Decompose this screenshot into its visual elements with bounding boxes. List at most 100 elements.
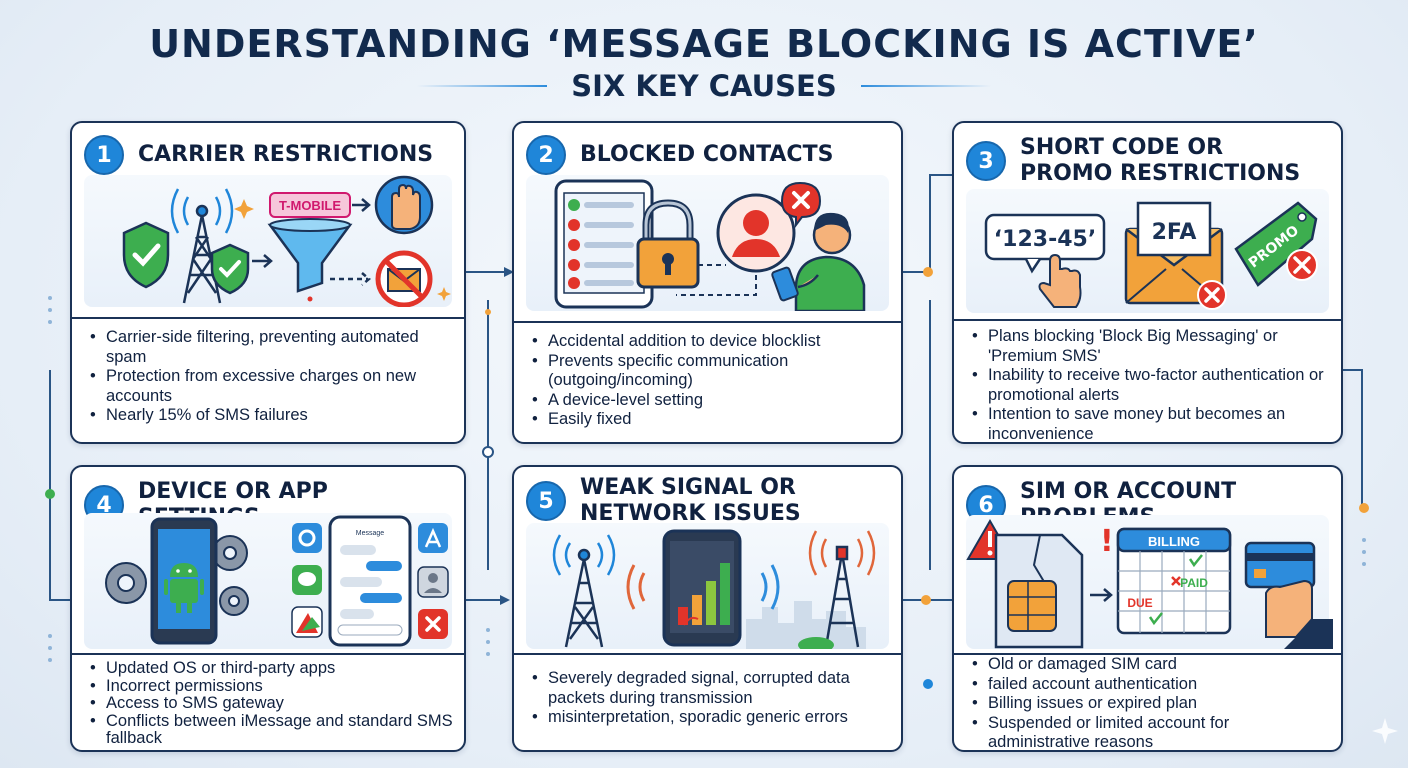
svg-text:‘123-45’: ‘123-45’ [994, 227, 1096, 252]
card-device-app-settings: 4 DEVICE OR APP SETTINGS [70, 465, 466, 752]
node-dot [923, 679, 933, 689]
phone-signal-bars-icon [662, 529, 742, 647]
shield-check-icon [210, 243, 250, 295]
bullet-item: Suspended or limited account for adminis… [970, 714, 1331, 751]
bullet-list: Severely degraded signal, corrupted data… [530, 669, 891, 728]
carrier-illustration: T-MOBILE [84, 175, 452, 307]
deco-dot [48, 308, 52, 312]
bullet-item: Updated OS or third-party apps [88, 659, 454, 678]
gear-icon [105, 535, 249, 616]
deco-dot [1362, 562, 1366, 566]
promo-illustration: ‘123-45’ 2FA PROMO [966, 189, 1329, 313]
subtitle-rule-left [417, 85, 548, 87]
deco-dot [48, 646, 52, 650]
contacts-app-icon [417, 566, 449, 598]
bullet-list: Old or damaged SIM card failed account a… [970, 655, 1331, 751]
settings-app-icon [292, 523, 322, 553]
deco-dot [48, 320, 52, 324]
card-header: 2 BLOCKED CONTACTS [526, 135, 891, 175]
card-carrier-restrictions: 1 CARRIER RESTRICTIONS [70, 121, 466, 444]
card-header: 1 CARRIER RESTRICTIONS [84, 135, 454, 175]
bullet-item: Billing issues or expired plan [970, 694, 1331, 714]
bullet-item: failed account authentication [970, 675, 1331, 695]
node-dot [1359, 503, 1369, 513]
bullet-item: Conflicts between iMessage and standard … [88, 712, 454, 748]
svg-text:PAID: PAID [1180, 576, 1208, 590]
blocked-contacts-illustration [526, 175, 889, 311]
node-dot [485, 309, 491, 315]
svg-text:BILLING: BILLING [1148, 534, 1200, 549]
bullet-item: Access to SMS gateway [88, 694, 454, 713]
city-skyline [746, 601, 866, 649]
billing-calendar-icon: BILLING PAID DUE [1116, 527, 1232, 635]
step-number: 5 [526, 481, 566, 521]
promo-tag-icon: PROMO [1234, 201, 1318, 287]
shield-check-icon [122, 221, 170, 289]
subtitle: SIX KEY CAUSES [571, 69, 837, 103]
connector-3-6 [1343, 369, 1363, 508]
deco-dot [1362, 550, 1366, 554]
stop-hand-icon [374, 175, 434, 235]
subtitle-rule-right [860, 85, 991, 87]
deco-dot [486, 628, 490, 632]
blocked-mail-icon [375, 250, 433, 307]
arrow-right-icon [252, 254, 273, 268]
bush [798, 637, 834, 649]
connector-2-3 [903, 174, 952, 273]
weak-signal-waves [760, 564, 780, 610]
sparkle-icon [234, 199, 254, 219]
card-divider [72, 653, 464, 655]
node-dot [482, 446, 494, 458]
weak-signal-waves [626, 564, 646, 610]
card-header: 5 WEAK SIGNAL OR NETWORK ISSUES [526, 475, 891, 527]
deco-dot [48, 658, 52, 662]
filter-funnel-icon [267, 218, 353, 302]
arrow-right-icon [352, 198, 371, 212]
deco-dot [48, 296, 52, 300]
damaged-sim-card-icon [994, 533, 1084, 649]
card-divider [954, 653, 1341, 655]
svg-text:Message: Message [356, 530, 385, 537]
card-weak-signal: 5 WEAK SIGNAL OR NETWORK ISSUES [512, 465, 903, 752]
svg-text:2FA: 2FA [1152, 220, 1197, 245]
short-code-bubble: ‘123-45’ [984, 213, 1106, 274]
arrow-right-icon [1090, 588, 1113, 602]
dashed-link [676, 264, 757, 296]
bullet-item: Plans blocking 'Block Big Messaging' or … [970, 327, 1331, 366]
card-divider [954, 319, 1341, 321]
bullet-list: Carrier-side filtering, preventing autom… [88, 328, 454, 426]
tap-hand-icon [1038, 253, 1082, 308]
bullet-list: Accidental addition to device blocklist … [530, 332, 891, 430]
app-store-icon [418, 523, 448, 553]
exclamation-icon: ! [1100, 524, 1114, 559]
node-dot [921, 595, 931, 605]
weak-signal-illustration [526, 523, 889, 649]
card-divider [72, 317, 464, 319]
sim-account-illustration: ! BILLING PAID DUE [966, 515, 1333, 649]
deco-dot [486, 652, 490, 656]
page-title: UNDERSTANDING ‘MESSAGE BLOCKING IS ACTIV… [149, 22, 1259, 66]
bullet-item: Old or damaged SIM card [970, 655, 1331, 675]
bullet-item: Easily fixed [530, 410, 891, 430]
arrow-4-5 [500, 595, 510, 605]
card-title: CARRIER RESTRICTIONS [138, 142, 434, 167]
card-divider [514, 321, 901, 323]
card-sim-account: 6 SIM OR ACCOUNT PROBLEMS ! BILLING [952, 465, 1343, 752]
sparkle-icon [437, 287, 451, 301]
deco-dot [48, 634, 52, 638]
bullet-item: Inability to receive two-factor authenti… [970, 366, 1331, 405]
step-number: 2 [526, 135, 566, 175]
arrow-1-2 [504, 267, 514, 277]
card-header: 3 SHORT CODE OR PROMO RESTRICTIONS [966, 135, 1331, 187]
device-settings-illustration: Message [84, 513, 452, 649]
svg-text:DUE: DUE [1127, 596, 1152, 610]
person-with-phone-icon [771, 212, 866, 311]
bullet-item: Nearly 15% of SMS failures [88, 406, 454, 426]
credit-card-hand-icon [1244, 541, 1333, 649]
card-title: WEAK SIGNAL OR NETWORK ISSUES [580, 475, 801, 526]
bullet-item: Intention to save money but becomes an i… [970, 405, 1331, 442]
phone-blocklist-icon [554, 179, 654, 309]
deco-dot [1362, 538, 1366, 542]
card-blocked-contacts: 2 BLOCKED CONTACTS [512, 121, 903, 444]
